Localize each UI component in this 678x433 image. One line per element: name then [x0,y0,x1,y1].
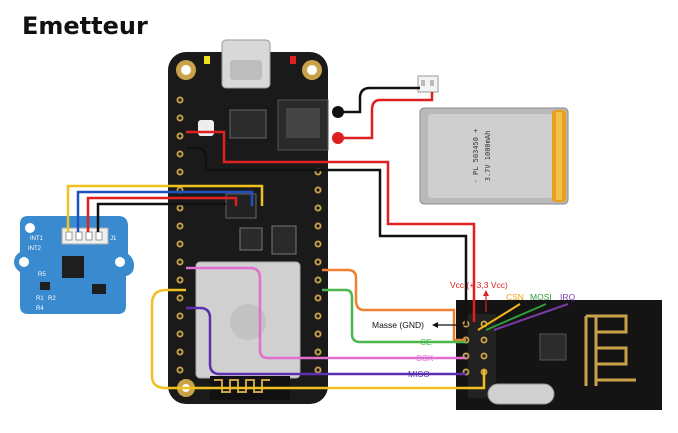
left-pin-hole [178,332,182,336]
left-pin-hole [178,116,182,120]
battery-wire-red [338,92,434,140]
mcu-board [168,39,344,404]
right-pin-hole [316,188,320,192]
sensor-int1-label: INT1 [30,236,44,242]
left-pin-hole [178,152,182,156]
left-pin-hole [178,242,182,246]
sensor-j1-label: J1 [110,236,117,242]
battery: - PL 503450 + 3.7V 1000mAh [419,107,569,205]
wire-gnd [186,146,468,324]
sensor-r5-label: R5 [38,272,46,278]
wire-orange [322,268,466,342]
right-pin-hole [316,242,320,246]
sensor-wire-red [86,196,238,232]
radio-pin-hole [482,354,486,358]
left-pin-hole [178,296,182,300]
wire-sck [186,266,466,360]
wire-yellow-loop [150,288,486,390]
radio-module [456,300,662,410]
left-pin-hole [178,314,182,318]
page-title: Emetteur [22,12,148,40]
right-pin-hole [316,224,320,228]
left-pin-hole [178,278,182,282]
sensor-r4-label: R4 [36,306,44,312]
wire-vcc [186,130,476,322]
label-ce: CE [420,337,432,347]
battery-label-2: 3.7V 1000mAh [484,131,492,182]
label-vcc: Vcc (+ 3,3 Vcc) [450,280,508,312]
label-sck: SCK [416,353,434,363]
wire-miso [186,306,466,376]
left-pin-hole [178,134,182,138]
battery-label-1: - PL 503450 + [472,129,480,184]
label-masse: Masse (GND) [372,320,468,330]
battery-wire-black [338,86,420,114]
left-pin-hole [178,170,182,174]
label-miso: MISO [408,369,430,379]
right-pin-hole [316,368,320,372]
sensor-int2-label: INT2 [28,246,42,252]
wire-mosi [485,303,547,331]
radio-pin-hole [482,338,486,342]
right-pin-hole [316,260,320,264]
sensor-r2-label: R2 [48,296,56,302]
sensor-wire-blue [76,190,254,232]
label-masse-text: Masse (GND) [372,320,424,330]
sensor-wire-yellow [66,184,264,232]
label-vcc-text: Vcc (+ 3,3 Vcc) [450,280,508,290]
sensor-wire-black [96,202,226,232]
left-pin-hole [178,350,182,354]
left-pin-header [175,95,185,375]
sensor-module [14,216,134,314]
label-irq: IRQ [560,292,576,302]
left-pin-hole [178,260,182,264]
right-pin-hole [316,206,320,210]
right-pin-hole [316,278,320,282]
right-pin-hole [316,296,320,300]
left-pin-hole [178,98,182,102]
wire-csn [477,303,521,331]
battery-connector [417,75,439,93]
wire-ce [322,288,466,344]
left-pin-hole [178,224,182,228]
label-mosi: MOSI [530,292,552,302]
wire-irq [493,303,569,331]
right-pin-hole [316,350,320,354]
sensor-r1-label: R1 [36,296,44,302]
right-pin-hole [316,332,320,336]
right-pin-hole [316,314,320,318]
right-pin-header [313,167,323,375]
label-csn: CSN [506,292,524,302]
left-pin-hole [178,368,182,372]
left-pin-hole [178,206,182,210]
